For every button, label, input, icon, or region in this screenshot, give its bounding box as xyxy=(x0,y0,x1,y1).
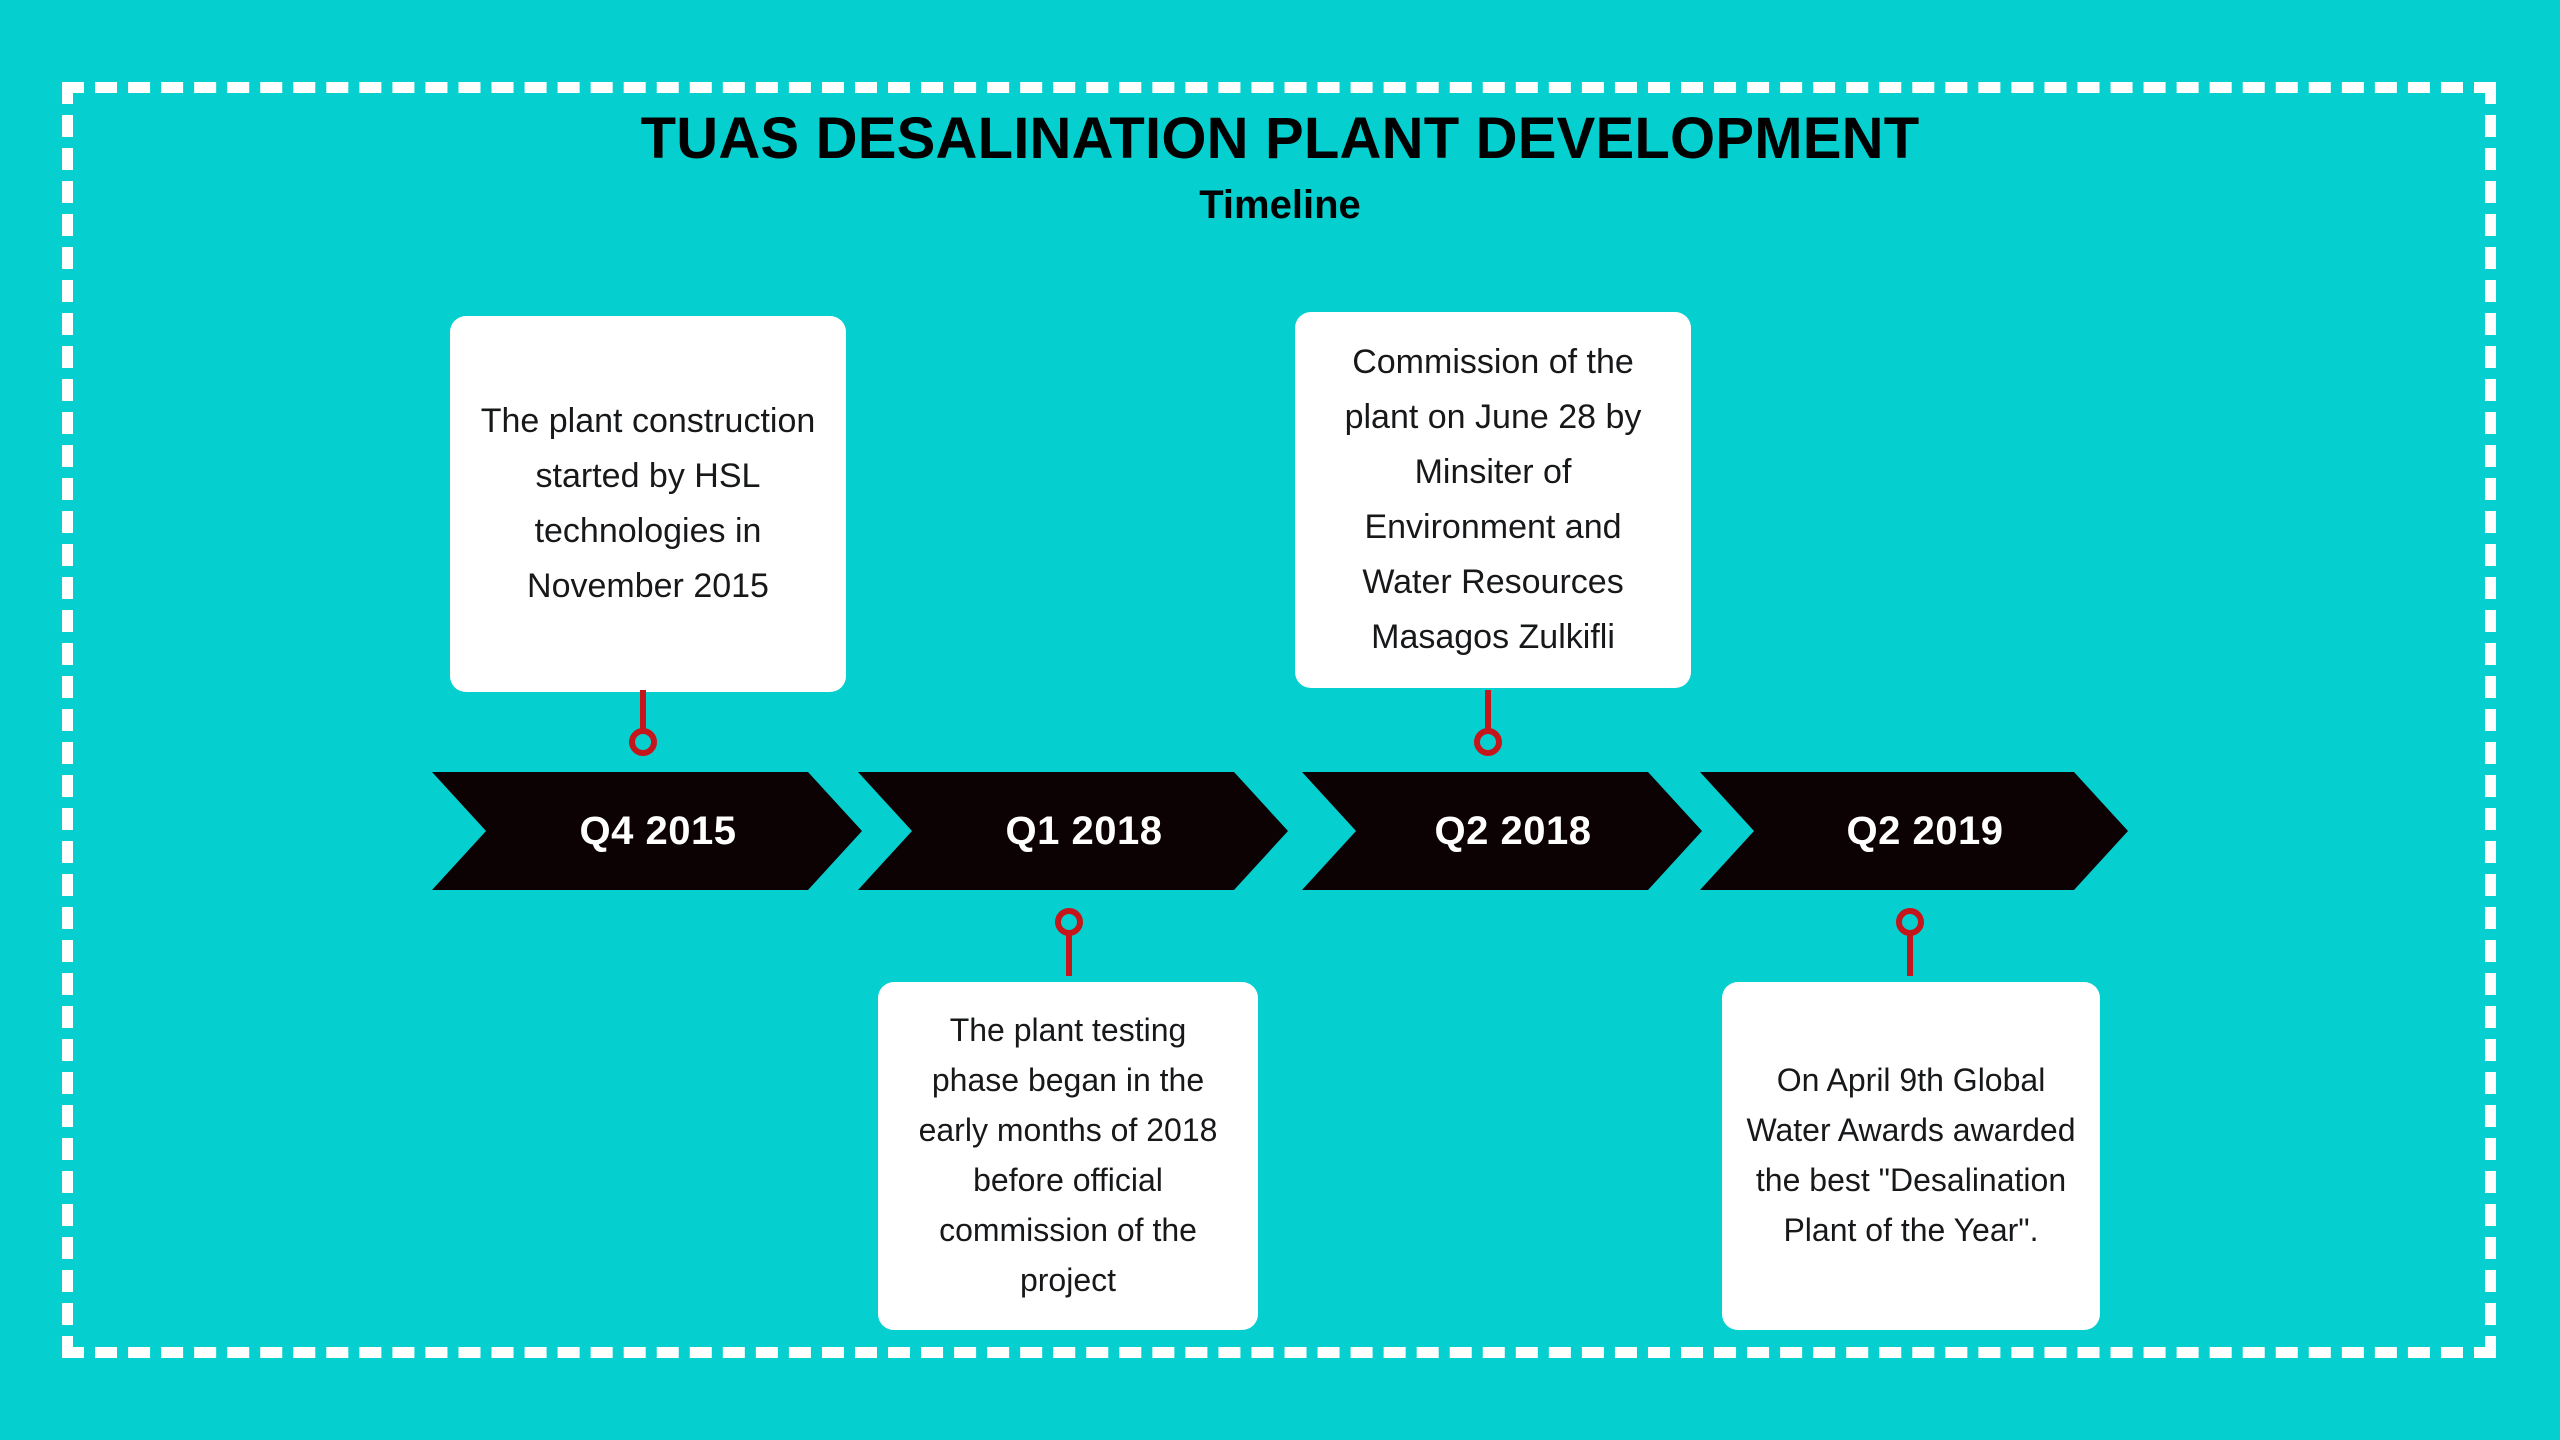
timeline-chevron-q2-2019[interactable]: Q2 2019 xyxy=(1700,772,2128,890)
timeline-chevron-bar: Q4 2015 Q1 2018 Q2 2018 Q2 2019 xyxy=(0,772,2560,892)
connector-ring-icon xyxy=(1474,728,1502,756)
milestone-card-q1-2018: The plant testing phase began in the ear… xyxy=(878,982,1258,1330)
timeline-chevron-q2-2018[interactable]: Q2 2018 xyxy=(1302,772,1702,890)
connector-q2-2018 xyxy=(1468,690,1508,770)
connector-stem xyxy=(1066,930,1072,976)
dashed-border-frame xyxy=(62,82,2496,1358)
connector-stem xyxy=(1907,930,1913,976)
connector-ring-icon xyxy=(629,728,657,756)
milestone-description: The plant construction started by HSL te… xyxy=(480,401,816,606)
milestone-description: On April 9th Global Water Awards awarded… xyxy=(1746,1062,2076,1248)
connector-stem xyxy=(640,690,646,734)
milestone-card-q2-2019: On April 9th Global Water Awards awarded… xyxy=(1722,982,2100,1330)
timeline-chevron-q4-2015[interactable]: Q4 2015 xyxy=(432,772,862,890)
milestone-description: The plant testing phase began in the ear… xyxy=(918,1012,1218,1298)
connector-q2-2019 xyxy=(1890,908,1930,988)
milestone-description: Commission of the plant on June 28 by Mi… xyxy=(1344,342,1642,657)
chevron-label: Q2 2019 xyxy=(1846,808,2004,853)
chevron-label: Q2 2018 xyxy=(1434,808,1592,853)
milestone-card-q2-2018: Commission of the plant on June 28 by Mi… xyxy=(1295,312,1691,688)
milestone-card-q4-2015: The plant construction started by HSL te… xyxy=(450,316,846,692)
chevron-label: Q1 2018 xyxy=(1005,808,1163,853)
timeline-chevron-q1-2018[interactable]: Q1 2018 xyxy=(858,772,1288,890)
page-subtitle: Timeline xyxy=(1199,182,1361,227)
connector-q1-2018 xyxy=(1049,908,1089,988)
chevron-label: Q4 2015 xyxy=(579,808,737,853)
header: TUAS DESALINATION PLANT DEVELOPMENT Time… xyxy=(0,106,2560,227)
page-title: TUAS DESALINATION PLANT DEVELOPMENT xyxy=(640,106,1920,171)
connector-stem xyxy=(1485,690,1491,734)
connector-q4-2015 xyxy=(623,690,663,770)
